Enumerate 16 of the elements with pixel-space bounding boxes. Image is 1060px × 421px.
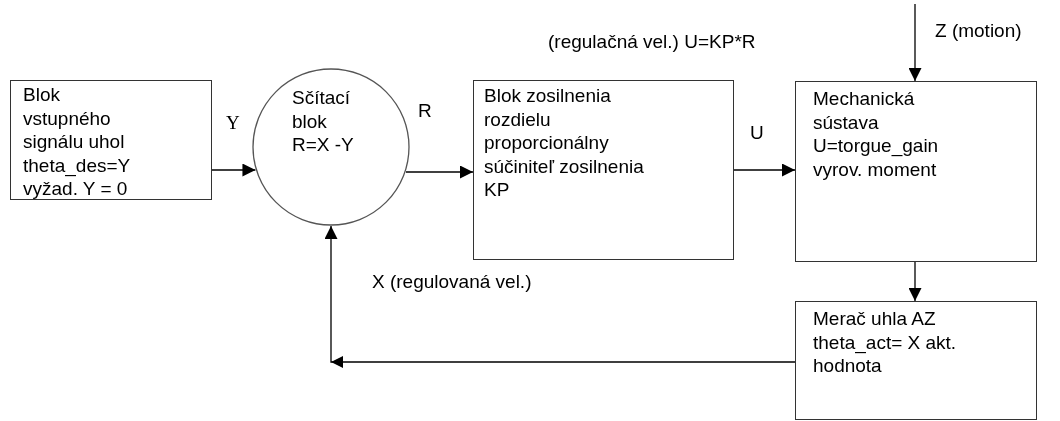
arrow	[733, 163, 796, 177]
block-text: Blok zosilnenia rozdielu proporcionálny súčiniteľ zosilnenia KP	[484, 84, 645, 202]
arrow	[908, 261, 922, 302]
arrow	[908, 3, 922, 82]
block-text: Sčítací blok R=X -Y	[292, 86, 355, 157]
process-box	[795, 81, 1037, 262]
summing-junction-circle	[252, 68, 410, 226]
block-text: Mechanická sústava U=torgue_gain vyrov. moment	[813, 87, 940, 181]
block-text: Blok vstupného signálu uhol theta_des=Y vyžad. Y = 0	[23, 83, 131, 201]
process-box	[473, 80, 734, 260]
process-box	[795, 301, 1037, 420]
arrow	[405, 165, 474, 179]
process-box	[10, 80, 212, 200]
arrow	[324, 225, 796, 368]
block-text: Merač uhla AZ theta_act= X akt. hodnota	[813, 307, 958, 378]
arrow	[211, 163, 257, 177]
